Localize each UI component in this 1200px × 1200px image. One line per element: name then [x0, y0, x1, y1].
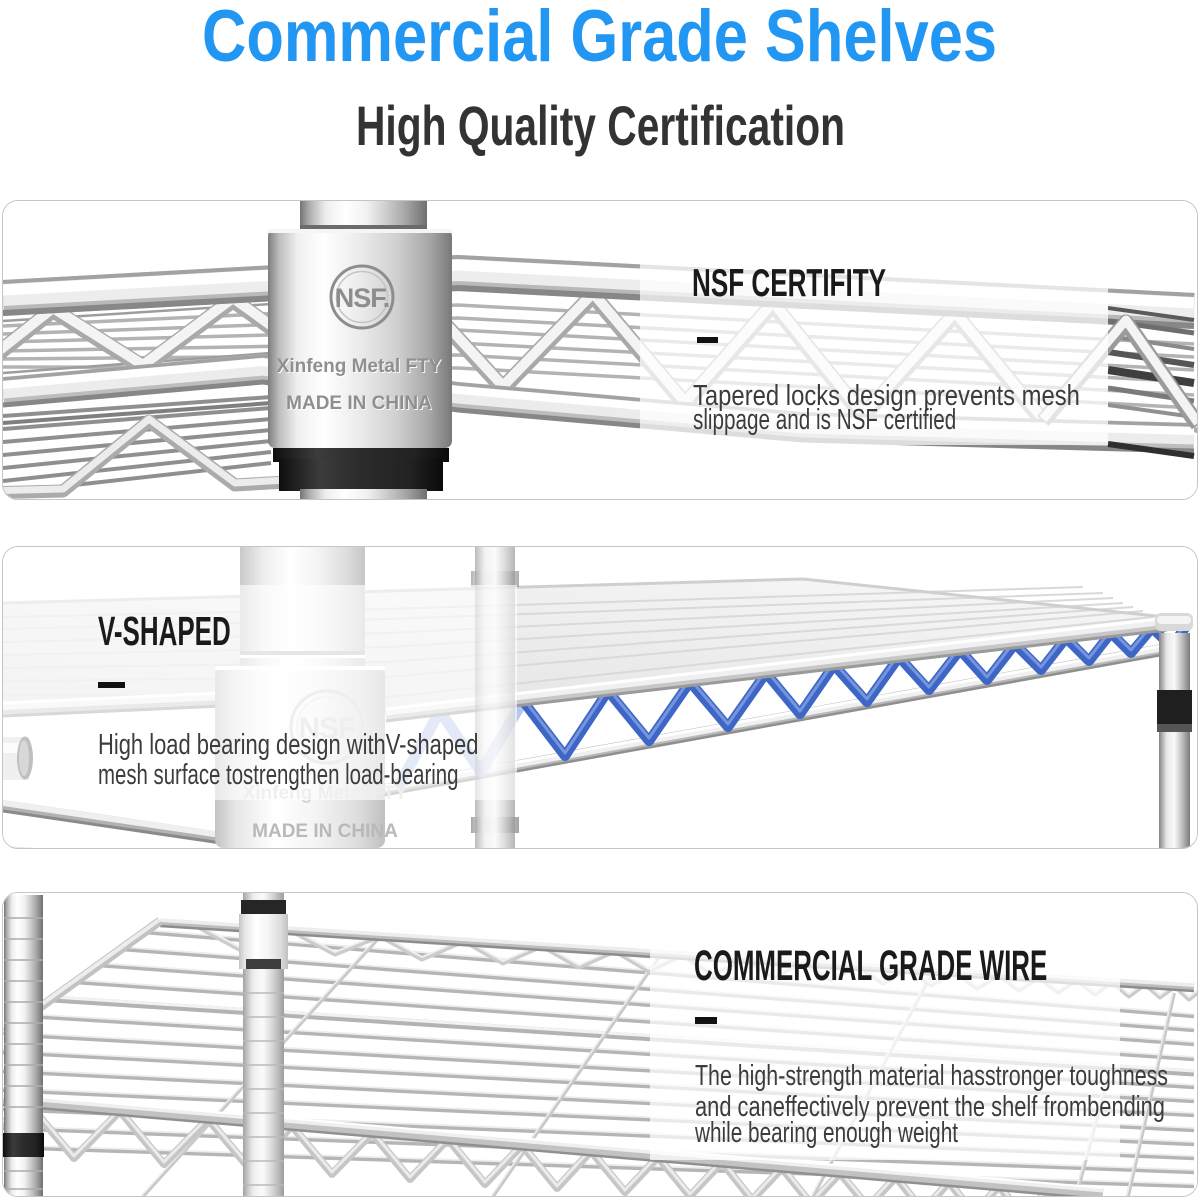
svg-text:Xinfeng Metal FTY: Xinfeng Metal FTY — [278, 357, 443, 378]
svg-text:MADE IN CHINA: MADE IN CHINA — [287, 394, 433, 415]
svg-text:NSF.: NSF. — [335, 283, 390, 313]
svg-text:Xinfeng Metal FTY: Xinfeng Metal FTY — [277, 356, 442, 377]
svg-text:MADE IN CHINA: MADE IN CHINA — [286, 393, 432, 414]
svg-text:MADE IN CHINA: MADE IN CHINA — [252, 821, 398, 842]
